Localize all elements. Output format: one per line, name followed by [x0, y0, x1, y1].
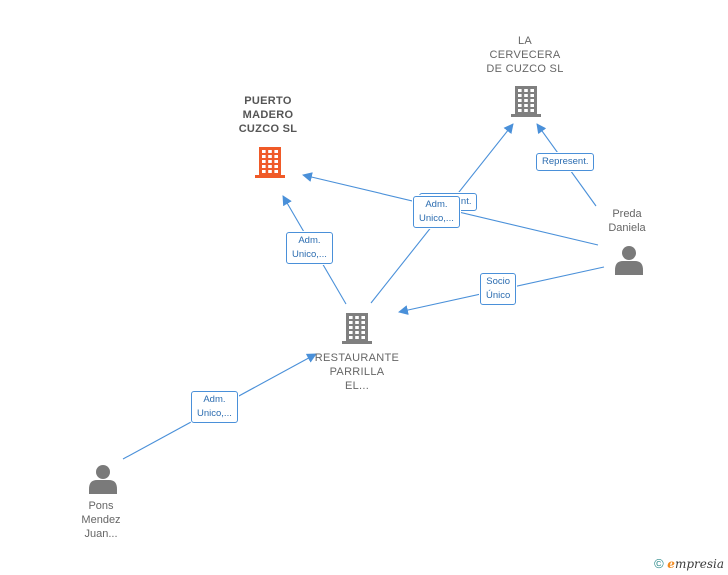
- edge-label-line: Adm.: [203, 394, 226, 405]
- node-label-line: Juan...: [84, 528, 118, 540]
- copyright-icon: ©: [654, 556, 664, 571]
- node-label-restaurante-parrilla[interactable]: RESTAURANTE PARRILLA EL...: [302, 351, 412, 393]
- node-label-line: EL...: [344, 380, 370, 392]
- empresia-logo[interactable]: empresia: [667, 557, 724, 571]
- node-icons: [89, 86, 643, 494]
- building-icon-puerto-madero[interactable]: [255, 147, 285, 178]
- node-label-pons-mendez[interactable]: Pons Mendez Juan...: [66, 499, 136, 541]
- copyright-notice: © empresia: [654, 556, 724, 571]
- edge-label-line: Unico,...: [197, 408, 232, 419]
- node-label-line: LA: [517, 35, 533, 47]
- edge-label-socio-unico[interactable]: Socio Único: [480, 273, 517, 305]
- node-label-line: PUERTO: [244, 95, 292, 107]
- edge-label-adm-unico-puerto[interactable]: Adm. Unico,...: [286, 232, 333, 264]
- node-label-line: MADERO: [242, 109, 294, 121]
- edge-label-line: Único: [486, 290, 511, 301]
- edge-label-represent-cervecera[interactable]: Represent.: [536, 153, 595, 171]
- node-label-line: RESTAURANTE: [314, 352, 400, 364]
- node-label-line: DE CUZCO SL: [486, 63, 564, 75]
- edge-label-line: Unico,...: [292, 249, 327, 260]
- node-label-line: PARRILLA: [329, 366, 385, 378]
- node-label-preda-daniela[interactable]: Preda Daniela: [592, 207, 662, 235]
- edge-label-adm-unico-pons[interactable]: Adm. Unico,...: [191, 391, 238, 423]
- building-icon-la-cervecera[interactable]: [511, 86, 541, 117]
- building-icon-restaurante-parrilla[interactable]: [342, 313, 372, 344]
- node-label-line: Pons: [88, 500, 114, 512]
- node-label-line: CUZCO SL: [238, 123, 298, 135]
- edge-label-line: Represent.: [542, 156, 589, 167]
- edge-label-line: Adm.: [298, 235, 321, 246]
- edge-label-line: Unico,...: [419, 213, 454, 224]
- node-label-line: CERVECERA: [489, 49, 561, 61]
- person-icon-preda-daniela[interactable]: [615, 246, 643, 275]
- node-label-puerto-madero[interactable]: PUERTO MADERO CUZCO SL: [218, 94, 318, 136]
- person-icon-pons-mendez[interactable]: [89, 465, 117, 494]
- edge-label-line: Adm.: [425, 199, 448, 210]
- edge-label-line: Socio: [486, 276, 511, 287]
- edge-label-adm-unico-cervecera[interactable]: Adm. Unico,...: [413, 196, 460, 228]
- node-label-line: Daniela: [608, 222, 646, 234]
- node-label-line: Preda: [612, 208, 642, 220]
- node-label-la-cervecera[interactable]: LA CERVECERA DE CUZCO SL: [470, 34, 580, 76]
- node-label-line: Mendez: [81, 514, 121, 526]
